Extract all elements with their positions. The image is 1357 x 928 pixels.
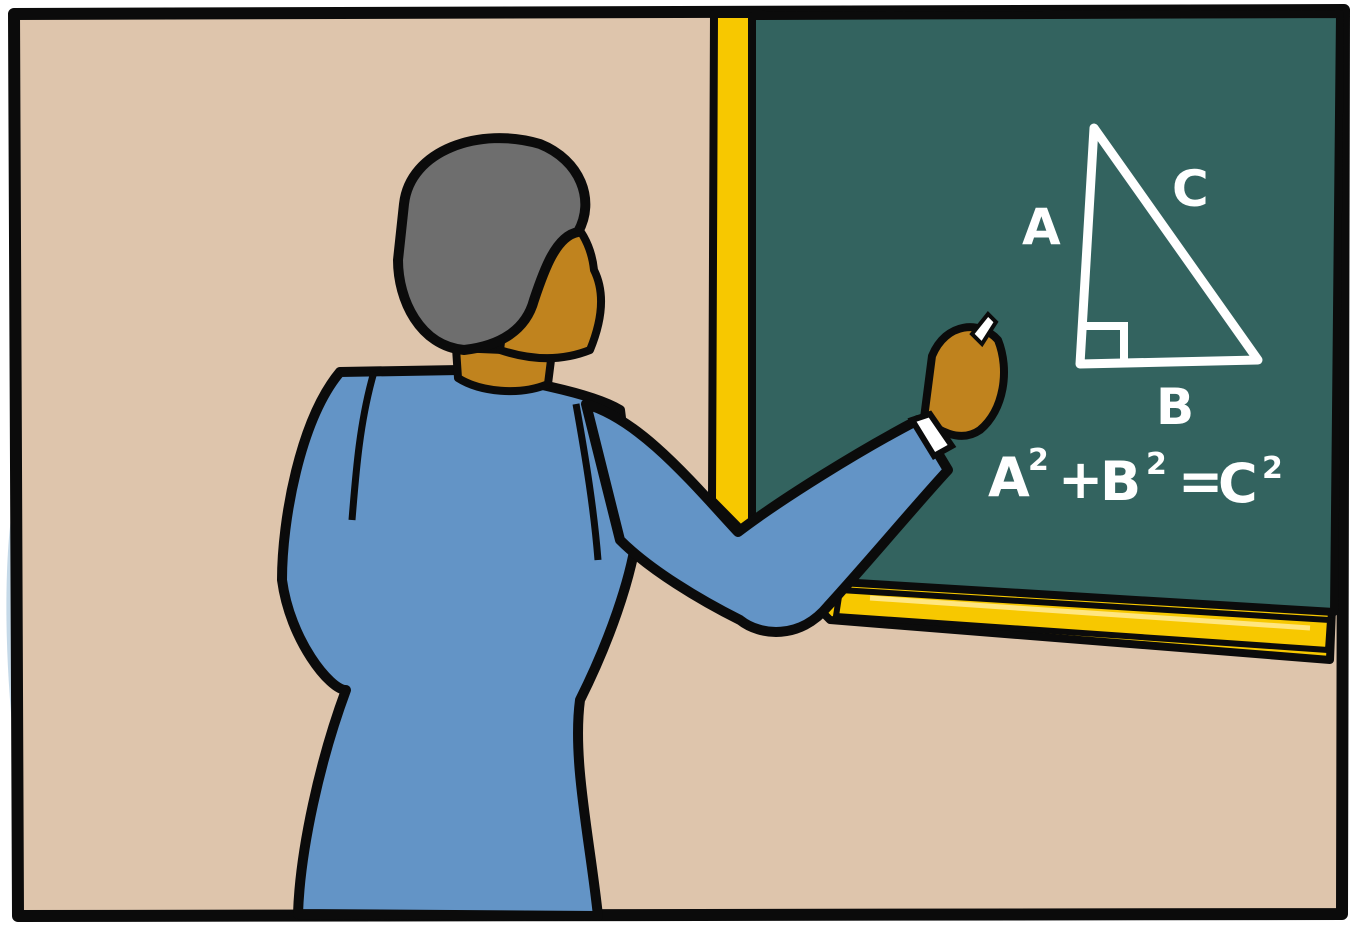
teacher-figure — [277, 133, 1008, 921]
triangle-side-a-label: A — [1022, 198, 1061, 256]
teacher-hand — [920, 323, 1008, 440]
teacher-raised-arm — [581, 399, 953, 637]
triangle-side-c-label: C — [1172, 160, 1209, 218]
equation-equals: = — [1178, 450, 1223, 513]
equation-b-exponent: 2 — [1146, 447, 1167, 482]
teacher-hair — [393, 133, 591, 355]
chalk-piece — [969, 311, 999, 348]
equation-a: A — [988, 446, 1030, 509]
triangle-side-b-label: B — [1156, 378, 1194, 436]
equation-a-exponent: 2 — [1028, 443, 1049, 478]
triangle-outline — [1075, 123, 1263, 369]
tray-shine — [869, 595, 1311, 631]
right-angle-mark — [1082, 322, 1128, 360]
jacket-seam-right — [572, 403, 602, 561]
equation-c: C — [1218, 452, 1258, 515]
jacket-seam-left — [348, 371, 378, 521]
pythagorean-equation: A 2 + B 2 = C 2 — [988, 443, 1283, 515]
right-triangle-drawing: A C B — [1022, 123, 1263, 436]
equation-b: B — [1100, 450, 1141, 513]
equation-c-exponent: 2 — [1262, 451, 1283, 486]
equation-plus: + — [1058, 448, 1103, 511]
shirt-cuff — [907, 410, 957, 461]
